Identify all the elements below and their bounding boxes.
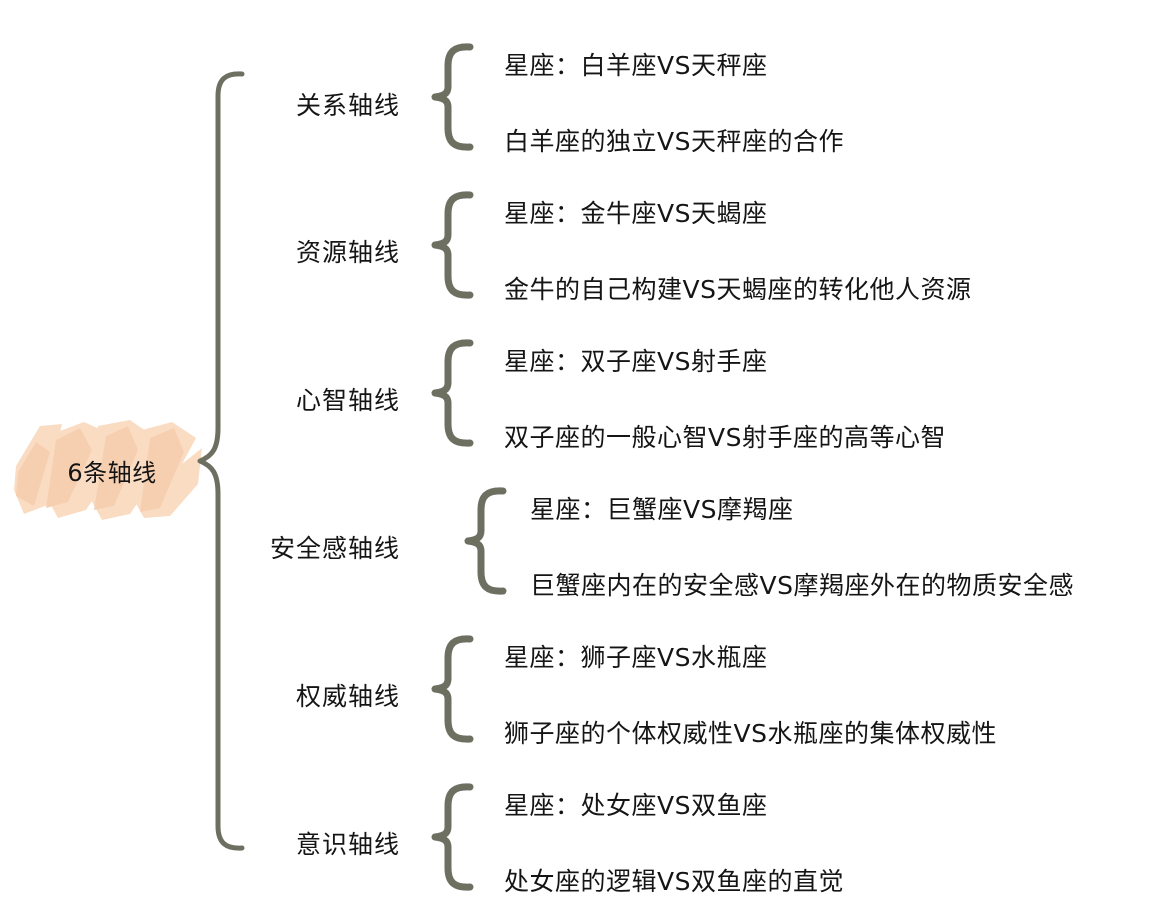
sub-brace [431,191,474,299]
branch-label[interactable]: 权威轴线 [295,682,400,711]
root-node[interactable]: 6条轴线 [10,418,206,522]
branch-detail: 白羊座的独立VS天秤座的合作 [504,127,844,156]
branch-detail: 星座：狮子座VS水瓶座 [504,643,768,672]
sub-brace [431,635,474,743]
branch-label[interactable]: 关系轴线 [295,91,400,120]
branch-detail: 金牛的自己构建VS天蝎座的转化他人资源 [504,275,972,304]
sub-brace [464,487,507,595]
branch-label[interactable]: 安全感轴线 [269,534,400,563]
branch-detail: 双子座的一般心智VS射手座的高等心智 [504,423,946,452]
branch-detail: 星座：处女座VS双鱼座 [504,791,768,820]
sub-brace [431,783,474,891]
branch-label[interactable]: 意识轴线 [295,830,400,859]
branch-detail: 星座：巨蟹座VS摩羯座 [530,495,794,524]
root-highlight-marker [14,420,202,520]
branch-detail: 星座：双子座VS射手座 [504,347,768,376]
branch-detail: 星座：金牛座VS天蝎座 [504,199,768,228]
branch-detail: 星座：白羊座VS天秤座 [504,51,768,80]
branch-detail: 狮子座的个体权威性VS水瓶座的集体权威性 [504,719,997,748]
root-label: 6条轴线 [67,458,157,487]
branch-detail: 巨蟹座内在的安全感VS摩羯座外在的物质安全感 [530,571,1074,600]
sub-brace [431,43,474,151]
branch-detail: 处女座的逻辑VS双鱼座的直觉 [504,867,844,896]
main-brace [197,71,245,851]
sub-brace [431,339,474,447]
branch-label[interactable]: 资源轴线 [295,238,400,267]
branch-label[interactable]: 心智轴线 [295,386,400,415]
